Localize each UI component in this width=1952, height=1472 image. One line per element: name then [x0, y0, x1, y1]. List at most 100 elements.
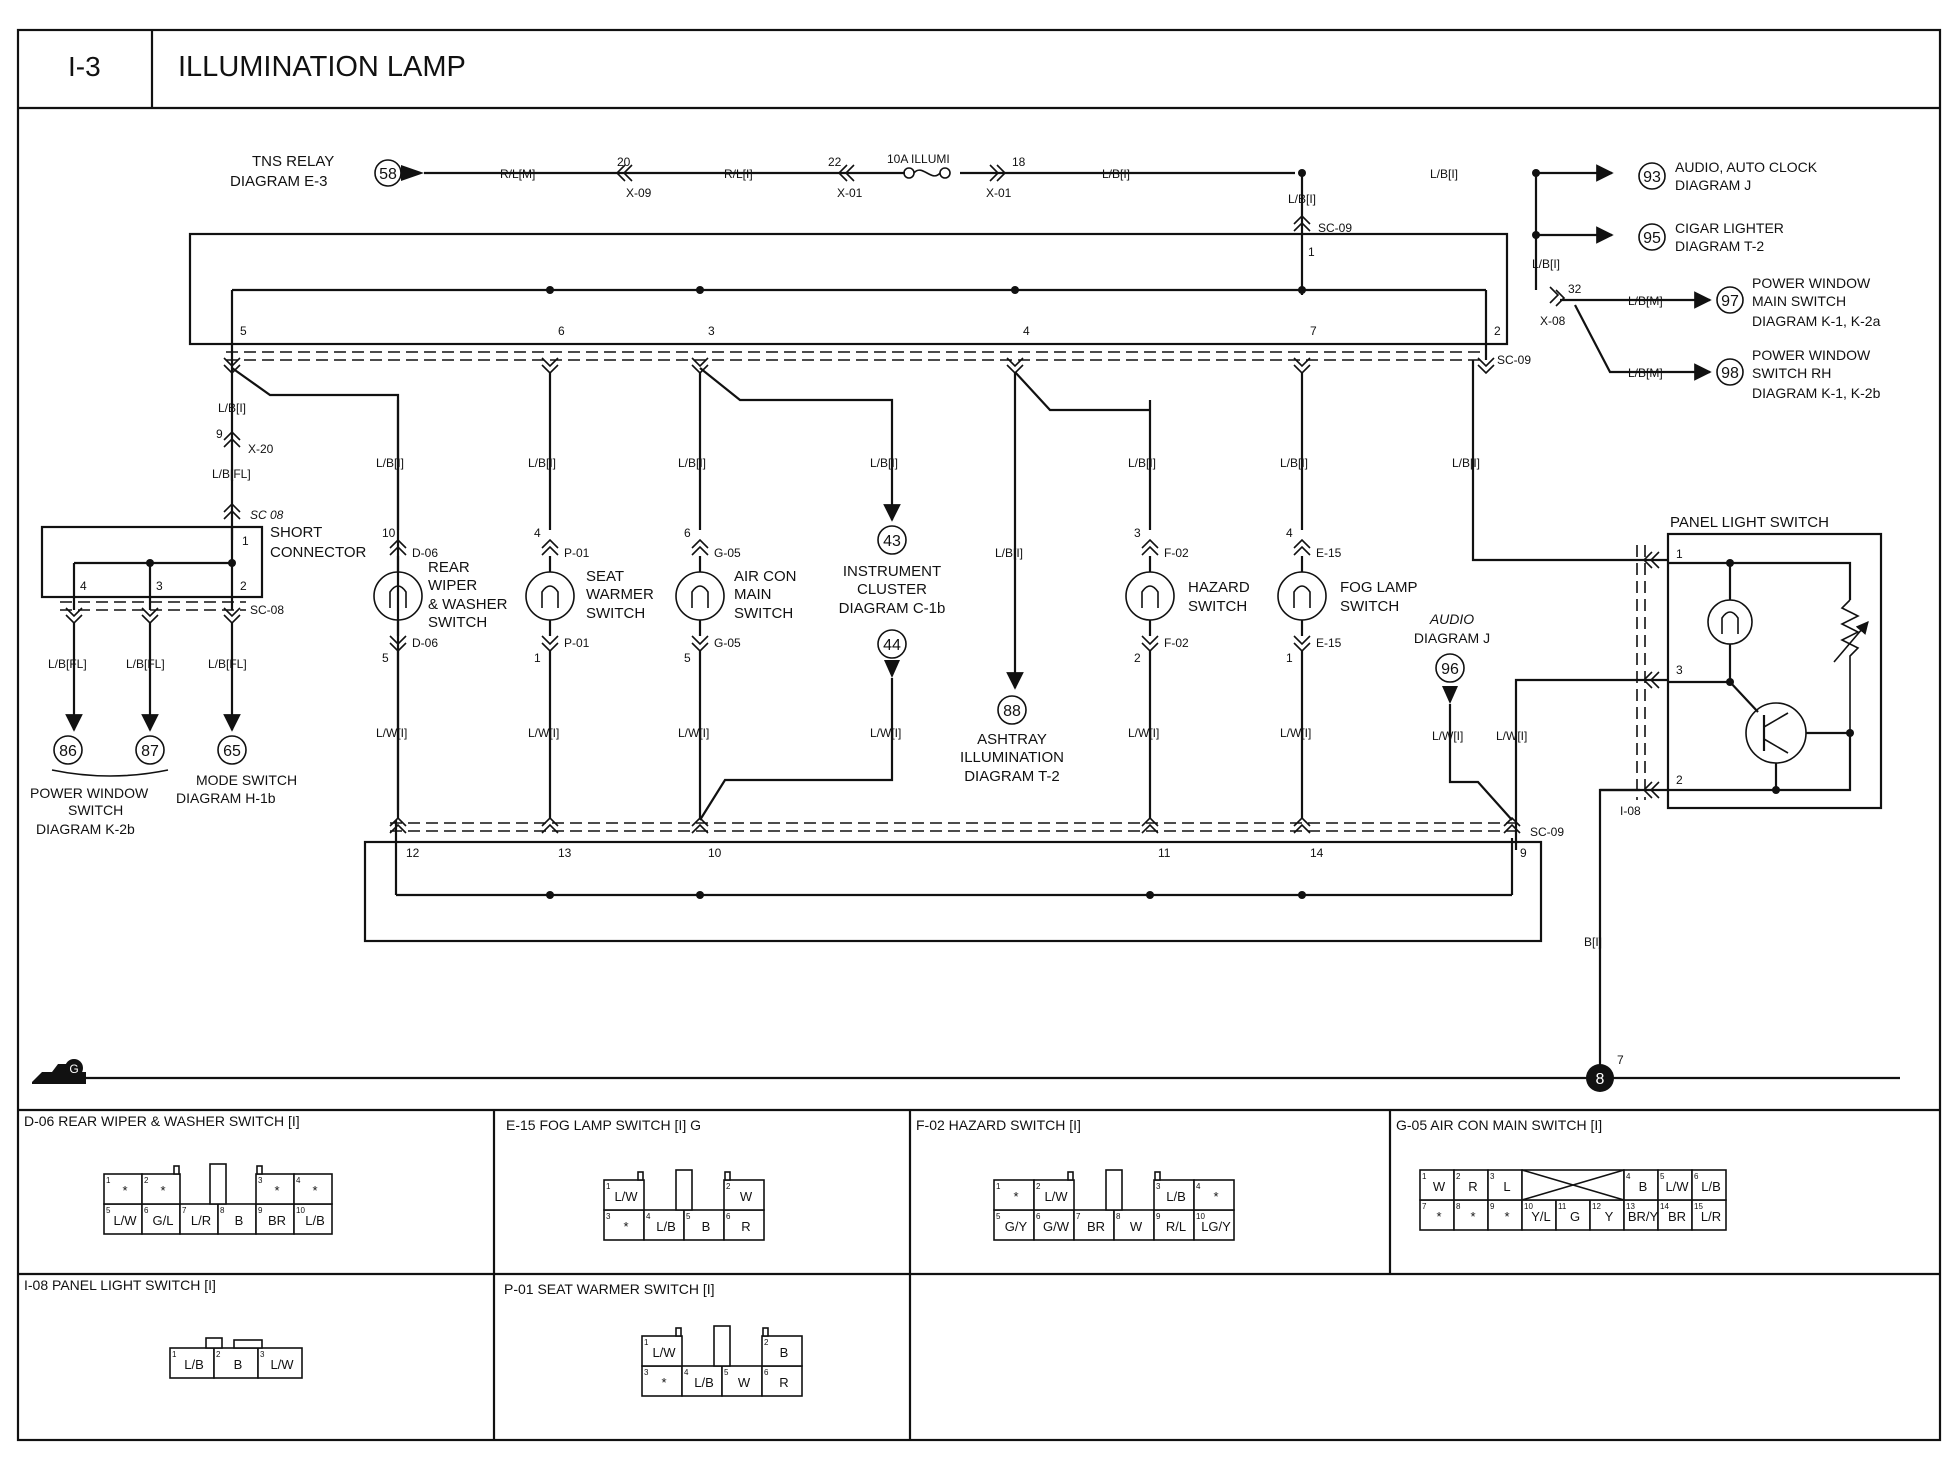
connector-icon	[837, 164, 855, 182]
wire-label: R/L[I]	[724, 167, 753, 181]
pin-label: 1	[1308, 245, 1315, 259]
short-connector-box	[40, 525, 264, 599]
ground-point-icon	[1586, 1064, 1614, 1092]
pin-number: 5	[1660, 1172, 1665, 1181]
connector-label: G-05	[714, 546, 741, 560]
connector-title: P-01 SEAT WARMER SWITCH [I]	[504, 1281, 715, 1297]
wire-label: L/W[I]	[870, 726, 901, 740]
ref-circle	[1638, 162, 1666, 190]
output-label: MAIN SWITCH	[1752, 293, 1846, 309]
wire-label: L/B[M]	[1628, 366, 1663, 380]
connector-label: I-08	[1620, 804, 1641, 818]
power-window-diagram: DIAGRAM K-2b	[36, 821, 135, 837]
ashtray-label: ASHTRAY	[977, 731, 1047, 748]
wire-label: L/B[I]	[528, 456, 556, 470]
pin-number: 2	[1036, 1182, 1041, 1191]
short-connector-label: CONNECTOR	[270, 544, 367, 561]
transistor-icon	[1745, 702, 1807, 764]
cluster-ref: 43	[883, 533, 901, 550]
wire-color: Y	[1605, 1209, 1614, 1224]
fog-lamp-label: SWITCH	[1340, 598, 1399, 615]
wire-color: L	[1503, 1179, 1510, 1194]
pin-label: 4	[80, 579, 87, 593]
short-connector-label: SHORT	[270, 524, 322, 541]
wire-color: B	[702, 1219, 711, 1234]
pin-label: 9	[216, 427, 223, 441]
connector-icon	[1006, 357, 1024, 375]
connector-label: E-15	[1316, 546, 1342, 560]
ashtray-label: ILLUMINATION	[960, 749, 1064, 766]
wire-label: L/B[FL]	[48, 657, 87, 671]
fog-lamp-label: FOG LAMP	[1340, 579, 1418, 596]
wire-label: L/B[I]	[1280, 456, 1308, 470]
pin-number: 2	[764, 1338, 769, 1347]
pin-number: 1	[996, 1182, 1001, 1191]
connector-icon	[1293, 357, 1311, 375]
pin-label: 2	[240, 579, 247, 593]
connector-title: E-15 FOG LAMP SWITCH [I] G	[506, 1117, 701, 1133]
output-label: CIGAR LIGHTER	[1675, 220, 1784, 236]
connector-label: D-06	[412, 636, 438, 650]
connector-label: SC 08	[250, 508, 284, 522]
pin-number: 7	[182, 1206, 187, 1215]
pin-number: 8	[1116, 1212, 1121, 1221]
wire-label: L/B[FL]	[212, 467, 251, 481]
pin-number: 3	[258, 1176, 263, 1185]
pin-number: 1	[106, 1176, 111, 1185]
wire-color: W	[1130, 1219, 1143, 1234]
wire-color: G/L	[153, 1213, 174, 1228]
lamp-icon	[525, 571, 575, 621]
output-label: AUDIO, AUTO CLOCK	[1675, 159, 1818, 175]
pin-number: 1	[606, 1182, 611, 1191]
output-ref: 97	[1721, 293, 1739, 310]
ground-icon-letter: G	[69, 1062, 78, 1076]
pin-label: 2	[1494, 324, 1501, 338]
pin-label: 13	[558, 846, 572, 860]
wire-label: L/B[I]	[1452, 456, 1480, 470]
pin-number: 4	[646, 1212, 651, 1221]
aircon-label: AIR CON	[734, 568, 797, 585]
lamp-icon	[675, 571, 725, 621]
connector-view-5: P-01 SEAT WARMER SWITCH [I]3*4L/B5W6R1L/…	[504, 1281, 803, 1397]
hazard-label: HAZARD	[1188, 579, 1250, 596]
connector-icon	[615, 164, 633, 182]
splice-dot	[1146, 891, 1154, 899]
pin-label: 9	[1520, 846, 1527, 860]
wire-color: *	[1470, 1209, 1475, 1224]
output-diagram: DIAGRAM K-1, K-2b	[1752, 385, 1881, 401]
rear-wiper-label: SWITCH	[428, 614, 487, 631]
pin-label: 1	[1286, 651, 1293, 665]
pin-number: 5	[106, 1206, 111, 1215]
pin-number: 7	[1422, 1202, 1427, 1211]
wire-color: L/W	[270, 1357, 294, 1372]
wire-label: L/W[I]	[528, 726, 559, 740]
pin-number: 15	[1694, 1202, 1703, 1211]
pin-label: 1	[534, 651, 541, 665]
pin-label: 3	[1134, 526, 1141, 540]
pin-number: 1	[172, 1350, 177, 1359]
wire-label: L/B[I]	[1102, 167, 1130, 181]
pin-label: 12	[406, 846, 420, 860]
pin-number: 6	[144, 1206, 149, 1215]
connector-label: G-05	[714, 636, 741, 650]
wire-color: LG/Y	[1201, 1219, 1231, 1234]
connector-label: D-06	[412, 546, 438, 560]
wire-color: L/R	[191, 1213, 211, 1228]
wire-label: L/B[I]	[1430, 167, 1458, 181]
connector-icon	[1503, 816, 1521, 834]
pin-label: 22	[828, 155, 842, 169]
rear-wiper-label: REAR	[428, 559, 470, 576]
pin-number: 2	[1456, 1172, 1461, 1181]
wire-label: L/B[M]	[1628, 294, 1663, 308]
connector-views: D-06 REAR WIPER & WASHER SWITCH [I]5L/W6…	[24, 1113, 1727, 1397]
pin-number: 9	[258, 1206, 263, 1215]
ref-label: 87	[141, 743, 159, 760]
wire-color: L/R	[1701, 1209, 1721, 1224]
cluster-label: CLUSTER	[857, 581, 927, 598]
wire-label: L/B[I]	[218, 401, 246, 415]
wire-color: BR	[268, 1213, 286, 1228]
connector-label: P-01	[564, 636, 590, 650]
wire-color: B	[235, 1213, 244, 1228]
